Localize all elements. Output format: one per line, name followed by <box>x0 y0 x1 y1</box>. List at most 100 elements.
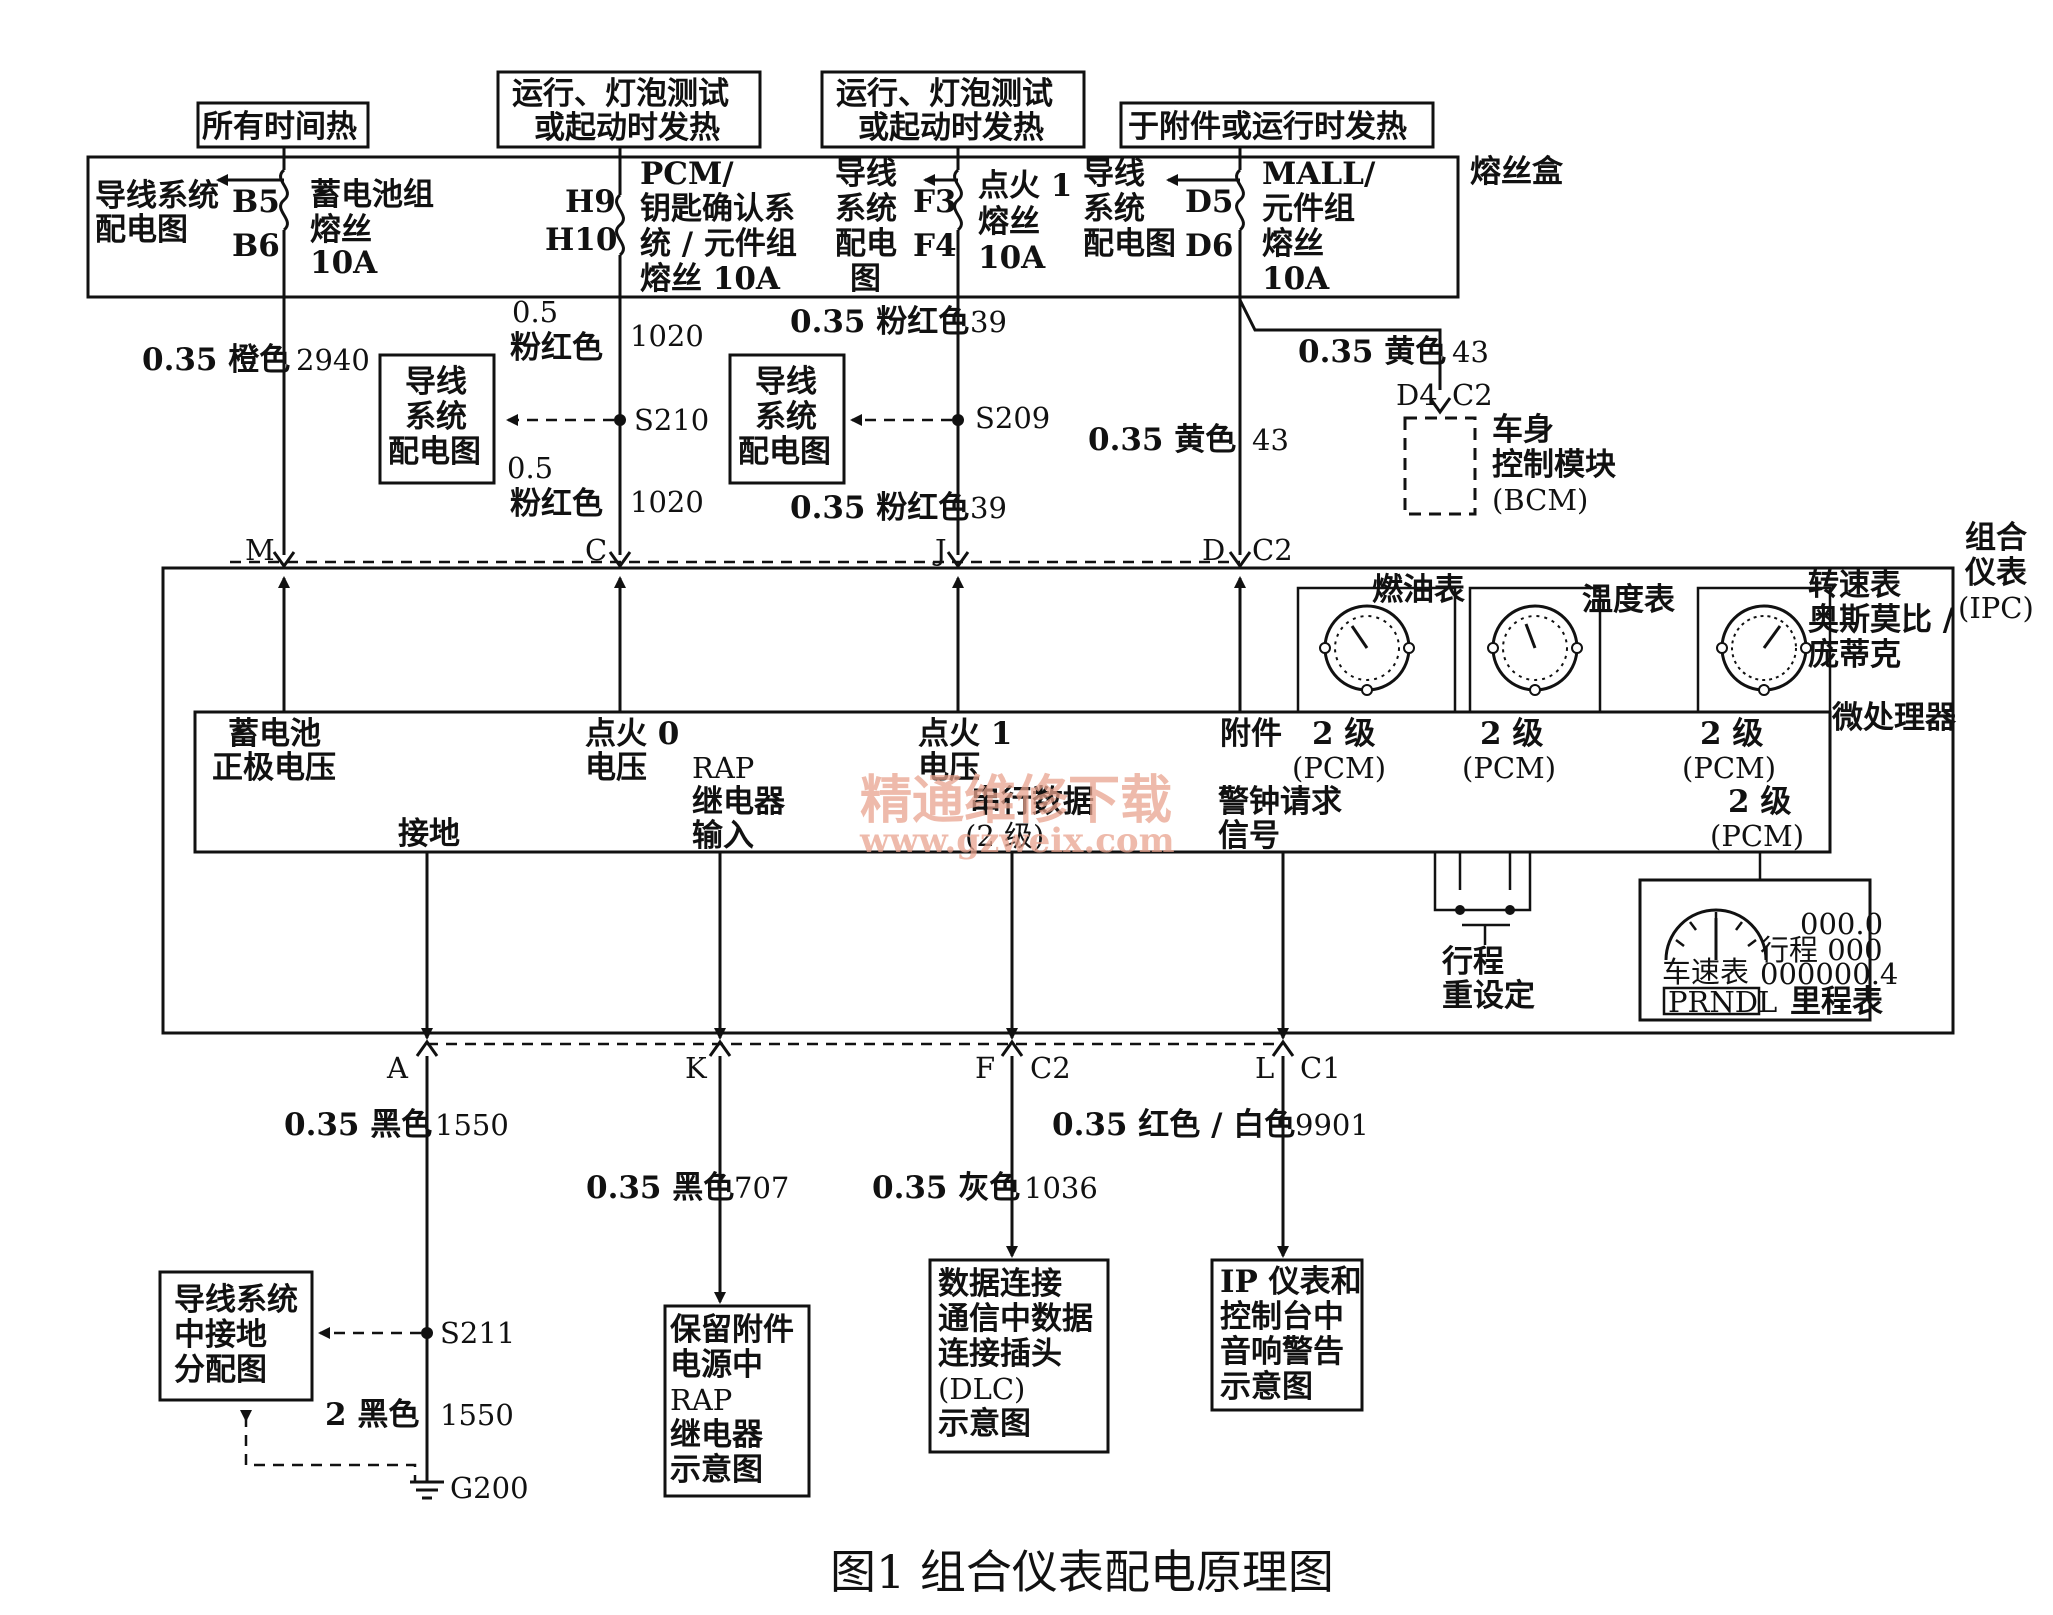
fuel-gauge-label: 燃油表 <box>1372 572 1465 608</box>
splice-s210-label: S210 <box>634 403 709 437</box>
odometer-label: 里程表 <box>1790 984 1883 1020</box>
speedometer-icon <box>1664 908 1768 961</box>
conn-l: L <box>1255 1051 1274 1085</box>
watermark-line1: 精通维修下载 <box>860 770 1172 831</box>
speedo-display-box <box>1638 878 1872 1022</box>
conn-f: F <box>975 1051 995 1085</box>
ref-box-4-line1: 保留附件 <box>670 1312 794 1348</box>
fuse3-name-line1: 点火 1 <box>978 168 1072 204</box>
ref-box-6-line1: IP 仪表和 <box>1220 1264 1362 1300</box>
heat-label-run-bulb-2a: 运行、灯泡测试 <box>836 76 1053 112</box>
micro-class2-fuel-line2: (PCM) <box>1292 751 1386 785</box>
ref-box-2-line2: 系统 <box>755 399 817 435</box>
ref-box-5 <box>928 1258 1110 1454</box>
tach-label-line2: 奥斯莫比 / <box>1808 602 1955 638</box>
micro-battery-line2: 正极电压 <box>212 750 336 786</box>
micro-class2-tach-line1: 2 级 <box>1700 716 1763 752</box>
wire-a-spec: 0.35 黑色 <box>284 1107 432 1143</box>
odometer-trip: 行程 000 <box>1760 933 1883 967</box>
fuse1-ref-line2: 配电图 <box>95 212 188 248</box>
ref-box-4-line2: 电源中 <box>670 1347 763 1383</box>
micro-class2-temp-line2: (PCM) <box>1462 751 1556 785</box>
micro-class2-speedo-line2: (PCM) <box>1710 819 1804 853</box>
ipc-input-arrows <box>278 576 1246 712</box>
fuse3-rating: 10A <box>978 240 1046 276</box>
micro-rap-line3: 输入 <box>692 818 754 854</box>
heat-label-all-time: 所有时间热 <box>202 109 357 145</box>
ref-box-5-line1: 数据连接 <box>938 1266 1062 1302</box>
fuse2-name-line1: PCM/ <box>640 156 734 192</box>
heat-label-acc-run: 于附件或运行时发热 <box>1128 109 1407 145</box>
ref-box-6-line4: 示意图 <box>1220 1369 1313 1405</box>
ref-box-5-line5: 示意图 <box>938 1406 1031 1442</box>
fuse3-ref-line2: 系统 <box>835 191 897 227</box>
splice-s209-label: S209 <box>975 401 1050 435</box>
wire-l-num: 9901 <box>1295 1108 1369 1142</box>
wire-a-low-spec: 2 黑色 <box>325 1397 419 1433</box>
splice-s209-dot <box>952 414 964 426</box>
conn-k: K <box>685 1051 708 1085</box>
micro-acc: 附件 <box>1220 716 1282 752</box>
conn-a: A <box>386 1051 409 1085</box>
fuse2-pin-h9: H9 <box>565 184 616 220</box>
bcm-label-line3: (BCM) <box>1492 483 1588 517</box>
wire-k-spec: 0.35 黑色 <box>586 1170 734 1206</box>
fuse3-ref-line4: 图 <box>850 261 881 297</box>
ipc-box <box>161 566 1955 1035</box>
fuse-box-label: 熔丝盒 <box>1470 154 1564 190</box>
fuse4-pin-d6: D6 <box>1185 228 1233 264</box>
ref-box-3-line2: 中接地 <box>174 1317 267 1353</box>
ref-box-3-line3: 分配图 <box>174 1352 267 1388</box>
bcm-conn-c2: C2 <box>1452 378 1493 412</box>
fuse1-ref-line1: 导线系统 <box>95 178 219 214</box>
ref-box-6-line3: 音响警告 <box>1220 1334 1344 1370</box>
micro-ign0-line2: 电压 <box>585 750 647 786</box>
heat-label-run-bulb-1b: 或起动时发热 <box>534 110 720 146</box>
wire-k-num: 707 <box>734 1171 789 1205</box>
odometer-top: 000.0 <box>1800 907 1883 941</box>
wire-c-bot-color: 粉红色 <box>510 486 603 522</box>
ref-box-4-line4: 继电器 <box>670 1417 764 1453</box>
ipc-output-arrows <box>421 852 1289 1040</box>
wire-d <box>1238 230 1442 555</box>
ref-box-6-line2: 控制台中 <box>1220 1299 1344 1335</box>
wire-j-top-num: 39 <box>970 305 1007 339</box>
bcm-label-line2: 控制模块 <box>1492 447 1616 483</box>
fuse4-ref-line1: 导线 <box>1083 156 1145 192</box>
wire-d-top-spec: 0.35 黄色 <box>1298 334 1446 370</box>
micro-rap-line1: RAP <box>692 751 754 785</box>
fuse3-ref-line1: 导线 <box>835 156 897 192</box>
fuse2-name-line3: 统 / 元件组 <box>640 226 797 262</box>
wire-c-top-gauge: 0.5 <box>512 295 558 329</box>
fuse1-name-line1: 蓄电池组 <box>310 177 434 213</box>
ref-box-4-line3: RAP <box>670 1383 732 1417</box>
wire-l-spec: 0.35 红色 / 白色 <box>1052 1107 1295 1143</box>
micro-ign0-line1: 点火 0 <box>585 716 679 752</box>
prndl-label: PRNDL <box>1668 985 1777 1019</box>
connector-chevrons-top <box>272 551 1252 569</box>
fuse4-pin-d5: D5 <box>1185 184 1233 220</box>
wire-j-bot-num: 39 <box>970 491 1007 525</box>
watermark-line2: www.gzweix.com <box>859 821 1175 861</box>
fuse1-pin-b6: B6 <box>232 228 280 264</box>
conn-c: C <box>585 533 607 567</box>
bcm-pin-d4: D4 <box>1396 378 1438 412</box>
ground-ref-arrow <box>240 1410 252 1422</box>
wire-f-num: 1036 <box>1024 1171 1098 1205</box>
odometer-total: 000000.4 <box>1760 957 1898 991</box>
trip-reset-switch <box>1433 852 1532 945</box>
fuse2-name-line4: 熔丝 10A <box>640 261 781 297</box>
conn-j: J <box>932 533 947 567</box>
heat-box-run-bulb-1 <box>496 70 762 149</box>
heat-box-run-bulb-2 <box>820 70 1086 149</box>
fuse3-name-line2: 熔丝 <box>978 204 1040 240</box>
wire-j-bot-spec: 0.35 粉红色 <box>790 490 969 526</box>
figure-caption: 图1 组合仪表配电原理图 <box>830 1545 1334 1599</box>
fuel-gauge-icon <box>1319 604 1415 696</box>
temp-gauge-icon <box>1487 604 1583 696</box>
fuse4-rating: 10A <box>1262 261 1330 297</box>
wire-c-bot-num: 1020 <box>630 485 704 519</box>
wire-c-top-color: 粉红色 <box>510 330 603 366</box>
fuse4-name-line3: 熔丝 <box>1262 226 1324 262</box>
